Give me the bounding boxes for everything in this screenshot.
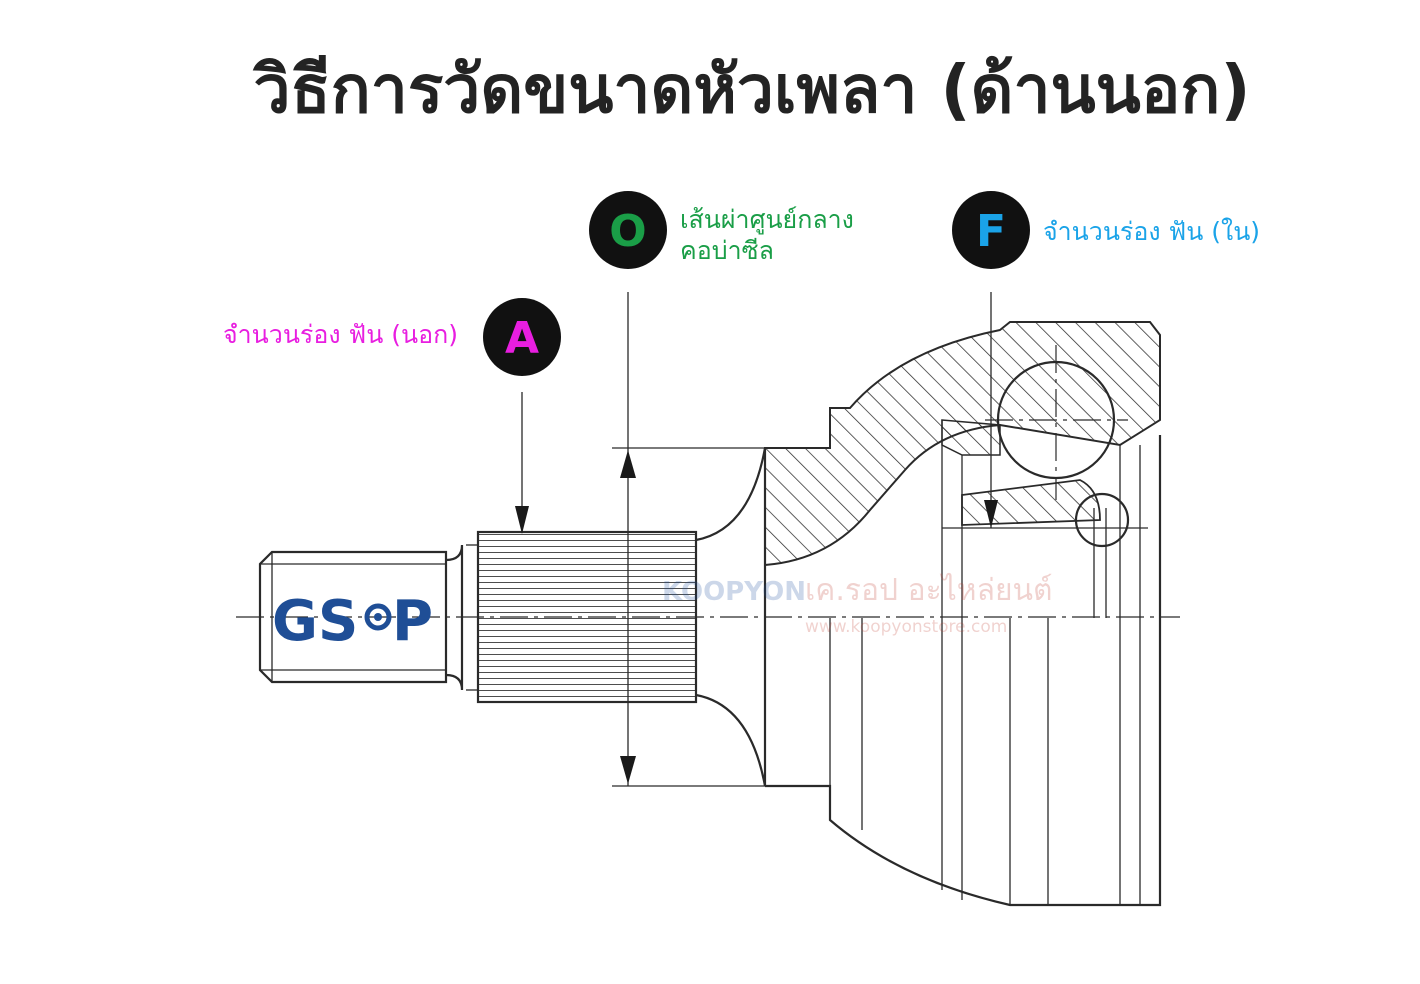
marker-o-letter: O	[609, 206, 646, 257]
logo-text-p: P	[392, 589, 433, 654]
marker-a-letter: A	[505, 313, 539, 364]
outer-spline	[466, 530, 698, 704]
technical-drawing	[236, 292, 1180, 907]
marker-a-text: จำนวนร่อง ฟัน (นอก)	[223, 320, 458, 349]
marker-f-text: จำนวนร่อง ฟัน (ใน)	[1043, 217, 1260, 246]
marker-o-text-line1: เส้นผ่าศูนย์กลาง	[680, 205, 854, 235]
watermark-name: เค.รอป อะไหล่ยนต์	[805, 572, 1053, 608]
marker-f-letter: F	[976, 206, 1006, 257]
watermark-url: www.koopyonstore.com	[805, 617, 1007, 637]
gsp-logo: GS P	[272, 589, 433, 654]
watermark: KOOPYON เค.รอป อะไหล่ยนต์ www.koopyonsto…	[662, 572, 1053, 637]
page-title: วิธีการวัดขนาดหัวเพลา (ด้านนอก)	[253, 51, 1251, 128]
logo-text-gs: GS	[272, 589, 358, 654]
marker-f: F จำนวนร่อง ฟัน (ใน)	[952, 191, 1260, 269]
bell-housing	[764, 321, 1162, 907]
marker-o-text-line2: คอบ่าซีล	[680, 236, 774, 265]
marker-a-badge	[483, 298, 561, 376]
gear-icon	[364, 603, 392, 631]
watermark-brand: KOOPYON	[662, 577, 806, 607]
marker-o: O เส้นผ่าศูนย์กลาง คอบ่าซีล	[589, 191, 854, 269]
threaded-stub	[258, 544, 464, 691]
dimension-o	[612, 292, 765, 787]
marker-o-badge	[589, 191, 667, 269]
marker-f-badge	[952, 191, 1030, 269]
marker-a: A จำนวนร่อง ฟัน (นอก)	[223, 298, 561, 376]
